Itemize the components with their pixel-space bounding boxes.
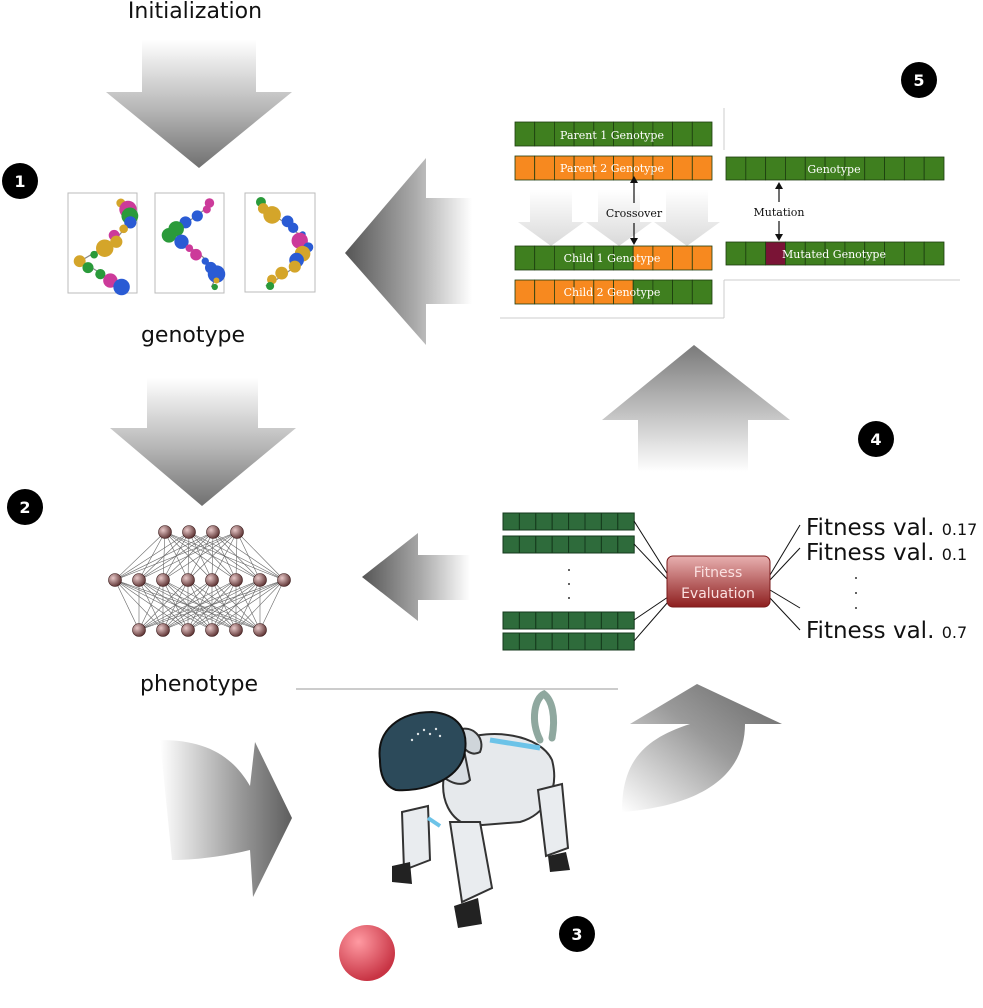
robot-to-fitness-arrow bbox=[622, 684, 782, 812]
genotype-images bbox=[67, 192, 316, 296]
genotype-molecule bbox=[255, 197, 314, 291]
fitness-value-label: Fitness val. bbox=[806, 515, 935, 541]
population-genome-bar bbox=[502, 611, 635, 630]
network-node bbox=[181, 573, 195, 587]
network-node bbox=[206, 525, 220, 539]
fitness-value-label: Fitness val. bbox=[806, 618, 935, 644]
step-marker-1: 1 bbox=[2, 163, 38, 199]
mutated-genotype-bar bbox=[725, 241, 945, 266]
genotype-to-phenotype-arrow bbox=[110, 378, 296, 506]
child1-genome-bar bbox=[514, 245, 713, 271]
fitness-value-row: Fitness val. 0.1 bbox=[806, 540, 967, 566]
fitness-evaluation-box bbox=[666, 555, 771, 608]
initialization-arrow bbox=[106, 40, 292, 168]
step-number: 1 bbox=[14, 171, 26, 191]
network-node bbox=[253, 573, 267, 587]
crossover-back-arrow bbox=[345, 158, 472, 345]
network-node bbox=[156, 623, 170, 637]
mutated-label: Mutated Genotype bbox=[782, 248, 886, 261]
step-marker-4: 4 bbox=[858, 421, 894, 457]
network-node bbox=[229, 573, 243, 587]
network-node bbox=[253, 623, 267, 637]
robot-dog-image bbox=[339, 689, 570, 981]
fitness-back-arrow bbox=[362, 533, 470, 621]
network-node bbox=[182, 525, 196, 539]
fitness-up-arrow bbox=[602, 345, 790, 472]
population-genome-bar bbox=[502, 535, 635, 554]
initialization-label: Initialization bbox=[128, 0, 262, 24]
genotype-molecule bbox=[73, 198, 139, 296]
network-node bbox=[230, 525, 244, 539]
neural-network bbox=[108, 525, 291, 637]
population-genome-bar bbox=[502, 512, 635, 531]
network-node bbox=[181, 623, 195, 637]
genotype-bar-label: Genotype bbox=[807, 163, 860, 176]
population-genome-bar bbox=[502, 632, 635, 651]
genotype-molecule bbox=[161, 198, 226, 291]
parent2-label: Parent 2 Genotype bbox=[560, 162, 664, 175]
fitness-value: 0.17 bbox=[941, 520, 978, 539]
fitness-box-line1: Fitness bbox=[694, 565, 743, 581]
child2-genome-bar bbox=[514, 279, 713, 305]
genotype-bar bbox=[725, 156, 945, 181]
network-node bbox=[156, 573, 170, 587]
child1-label: Child 1 Genotype bbox=[564, 252, 661, 265]
step-marker-3: 3 bbox=[559, 916, 595, 952]
fitness-box-line2: Evaluation bbox=[681, 586, 755, 602]
parent1-genome-bar bbox=[514, 121, 713, 147]
network-node bbox=[277, 573, 291, 587]
phenotype-to-robot-arrow bbox=[160, 740, 292, 897]
step-marker-5: 5 bbox=[901, 62, 937, 98]
step-number: 4 bbox=[870, 429, 882, 449]
step-number: 5 bbox=[913, 70, 925, 90]
parent1-label: Parent 1 Genotype bbox=[560, 129, 664, 142]
parent2-genome-bar bbox=[514, 155, 713, 181]
network-node bbox=[205, 623, 219, 637]
network-node bbox=[229, 623, 243, 637]
network-node bbox=[132, 573, 146, 587]
step-number: 2 bbox=[19, 497, 31, 517]
step-marker-2: 2 bbox=[7, 489, 43, 525]
fitness-value-row: Fitness val. 0.7 bbox=[806, 618, 967, 644]
fitness-evaluation: Fitness Evaluation bbox=[502, 512, 857, 651]
fitness-value: 0.1 bbox=[941, 545, 968, 564]
fitness-value: 0.7 bbox=[941, 623, 968, 642]
network-node bbox=[132, 623, 146, 637]
network-node bbox=[158, 525, 172, 539]
phenotype-label: phenotype bbox=[140, 672, 258, 697]
genetic-operators-panel: Crossover Mutation Parent 1 Genotype Par… bbox=[500, 108, 960, 319]
genotype-label: genotype bbox=[141, 323, 245, 348]
mutation-label: Mutation bbox=[754, 206, 805, 219]
network-node bbox=[108, 573, 122, 587]
fitness-value-row: Fitness val. 0.17 bbox=[806, 515, 977, 541]
network-node bbox=[205, 573, 219, 587]
fitness-value-label: Fitness val. bbox=[806, 540, 935, 566]
crossover-label: Crossover bbox=[606, 207, 663, 220]
child2-label: Child 2 Genotype bbox=[564, 286, 661, 299]
step-number: 3 bbox=[571, 924, 583, 944]
